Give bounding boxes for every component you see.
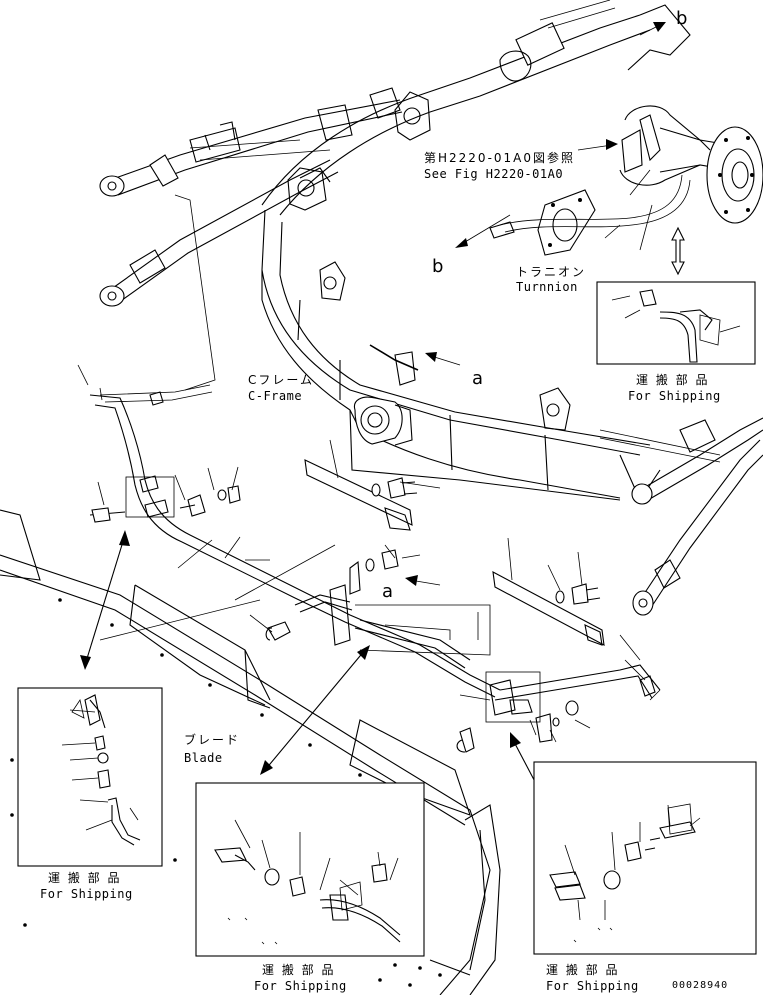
right-cylinder xyxy=(631,417,763,616)
c-frame-label-jp: Cフレーム xyxy=(248,373,314,387)
shipping-detail-box-left xyxy=(17,687,163,867)
blade xyxy=(0,509,501,995)
blade-label-jp: ブレード xyxy=(184,732,240,747)
callout-a-piping: a xyxy=(382,581,393,602)
lift-cylinders xyxy=(99,87,403,307)
trunnion-label-en: Turnnion xyxy=(516,280,578,294)
c-frame xyxy=(261,0,721,502)
reference-figure-jp: 第H2220-01A0図参照 xyxy=(424,150,575,165)
shipping-label-jp-right-top: 運 搬 部 品 xyxy=(636,372,709,387)
shipping-label-en-center: For Shipping xyxy=(254,979,347,993)
shipping-label-jp-right-bottom: 運 搬 部 品 xyxy=(546,962,619,977)
direction-arrows xyxy=(80,22,685,800)
drawing-part-number: 00028940 xyxy=(672,980,728,991)
callout-a-frame: a xyxy=(472,368,483,389)
shipping-label-en-right-bottom: For Shipping xyxy=(546,979,639,993)
shipping-label-en-right-top: For Shipping xyxy=(628,389,721,403)
shipping-detail-box-right-top xyxy=(596,281,756,365)
callout-b-left: b xyxy=(432,256,443,277)
reference-figure-en: See Fig H2220-01A0 xyxy=(424,167,563,181)
leader-lines xyxy=(77,169,701,743)
callout-b-top: b xyxy=(676,8,687,29)
trunnion xyxy=(489,105,763,256)
c-frame-label-en: C-Frame xyxy=(248,389,302,403)
blade-label-en: Blade xyxy=(184,751,223,765)
trunnion-label-jp: トラニオン xyxy=(516,265,586,279)
shipping-detail-box-center xyxy=(195,782,425,957)
text-labels: b b a a 第H2220-01A0図参照 See Fig H2220-01A… xyxy=(40,8,728,993)
hydraulic-piping xyxy=(89,384,661,753)
shipping-detail-box-right-bottom xyxy=(533,761,757,955)
shipping-label-jp-center: 運 搬 部 品 xyxy=(262,962,335,977)
shipping-label-jp-left: 運 搬 部 品 xyxy=(48,870,121,885)
shipping-label-en-left: For Shipping xyxy=(40,887,133,901)
